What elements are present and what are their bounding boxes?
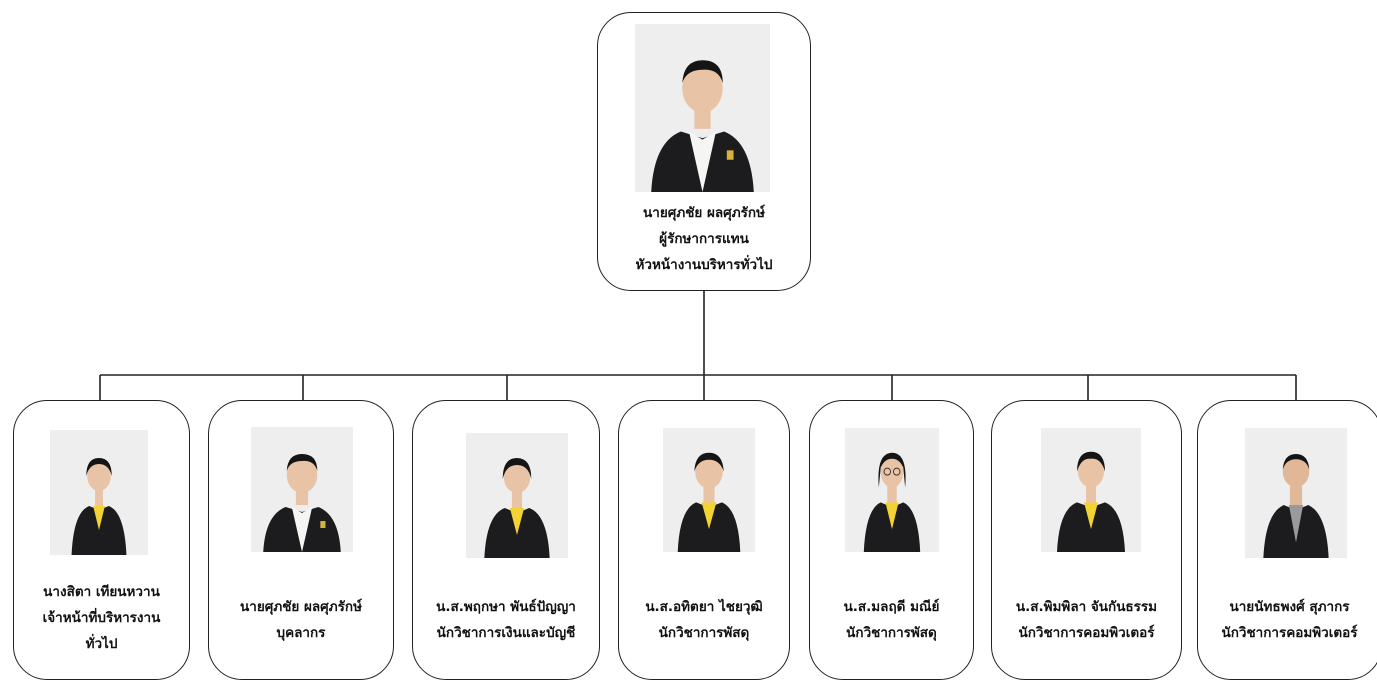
member-label-2: นายศุภชัย ผลศุภรักษ์ บุคลากร	[209, 594, 393, 646]
member-line2-6: นักวิชาการคอมพิวเตอร์	[1018, 625, 1155, 641]
head-photo	[635, 24, 770, 192]
member-line1-2: นายศุภชัย ผลศุภรักษ์	[240, 599, 362, 615]
member-line2-2: บุคลากร	[276, 625, 326, 641]
member-card-6: น.ส.พิมพิลา จันกันธรรม นักวิชาการคอมพิวเ…	[991, 400, 1182, 680]
member-card-5: น.ส.มลฤดี มณีย์ นักวิชาการพัสดุ	[809, 400, 974, 680]
member-card-7: นายนัทธพงศ์ สุภากร นักวิชาการคอมพิวเตอร์	[1197, 400, 1377, 680]
head-role-line1: ผู้รักษาการแทน	[659, 231, 749, 247]
member-label-7: นายนัทธพงศ์ สุภากร นักวิชาการคอมพิวเตอร์	[1198, 594, 1377, 646]
portrait-man-icon	[251, 427, 353, 552]
head-card: นายศุภชัย ผลศุภรักษ์ ผู้รักษาการแทน หัวห…	[597, 12, 811, 291]
member-card-4: น.ส.อทิตยา ไชยวุฒิ นักวิชาการพัสดุ	[618, 400, 790, 680]
member-line1-6: น.ส.พิมพิลา จันกันธรรม	[1015, 599, 1158, 615]
member-line2-5: นักวิชาการพัสดุ	[846, 625, 937, 641]
member-line1-7: นายนัทธพงศ์ สุภากร	[1229, 599, 1350, 615]
portrait-woman-icon	[466, 433, 568, 558]
portrait-woman-icon	[663, 428, 755, 552]
portrait-man-icon	[1245, 428, 1347, 558]
member-line1-1: นางสิตา เทียนหวาน	[43, 584, 160, 600]
member-line1-4: น.ส.อทิตยา ไชยวุฒิ	[645, 599, 763, 615]
member-card-3: น.ส.พฤกษา พันธ์ปัญญา นักวิชาการเงินและบั…	[412, 400, 600, 680]
member-photo-3	[466, 433, 568, 558]
member-line2-4: นักวิชาการพัสดุ	[658, 625, 750, 641]
member-line1-3: น.ส.พฤกษา พันธ์ปัญญา	[436, 599, 576, 615]
member-photo-4	[663, 428, 755, 552]
member-card-1: นางสิตา เทียนหวาน เจ้าหน้าที่บริหารงาน ท…	[13, 400, 190, 680]
member-label-1: นางสิตา เทียนหวาน เจ้าหน้าที่บริหารงาน ท…	[14, 579, 189, 657]
member-photo-5	[845, 428, 939, 552]
member-card-2: นายศุภชัย ผลศุภรักษ์ บุคลากร	[208, 400, 394, 680]
member-photo-7	[1245, 428, 1347, 558]
member-label-5: น.ส.มลฤดี มณีย์ นักวิชาการพัสดุ	[810, 594, 973, 646]
member-line2-3: นักวิชาการเงินและบัญชี	[436, 625, 576, 641]
member-photo-1	[50, 430, 148, 555]
portrait-woman-icon	[1041, 428, 1141, 552]
member-line2-7: นักวิชาการคอมพิวเตอร์	[1221, 625, 1358, 641]
member-photo-2	[251, 427, 353, 552]
portrait-woman-glasses-icon	[845, 428, 939, 552]
member-photo-6	[1041, 428, 1141, 552]
member-label-6: น.ส.พิมพิลา จันกันธรรม นักวิชาการคอมพิวเ…	[992, 594, 1181, 646]
org-connector-lines	[99, 291, 1297, 400]
member-line2-1: เจ้าหน้าที่บริหารงาน	[42, 610, 161, 626]
portrait-man-icon	[635, 24, 770, 192]
member-line1-5: น.ส.มลฤดี มณีย์	[843, 599, 940, 615]
head-role-line2: หัวหน้างานบริหารทั่วไป	[635, 257, 773, 273]
head-name: นายศุภชัย ผลศุภรักษ์	[643, 205, 765, 221]
member-label-4: น.ส.อทิตยา ไชยวุฒิ นักวิชาการพัสดุ	[619, 594, 789, 646]
portrait-woman-icon	[50, 430, 148, 555]
member-label-3: น.ส.พฤกษา พันธ์ปัญญา นักวิชาการเงินและบั…	[413, 594, 599, 646]
member-line3-1: ทั่วไป	[85, 636, 118, 652]
head-label: นายศุภชัย ผลศุภรักษ์ ผู้รักษาการแทน หัวห…	[598, 200, 810, 278]
